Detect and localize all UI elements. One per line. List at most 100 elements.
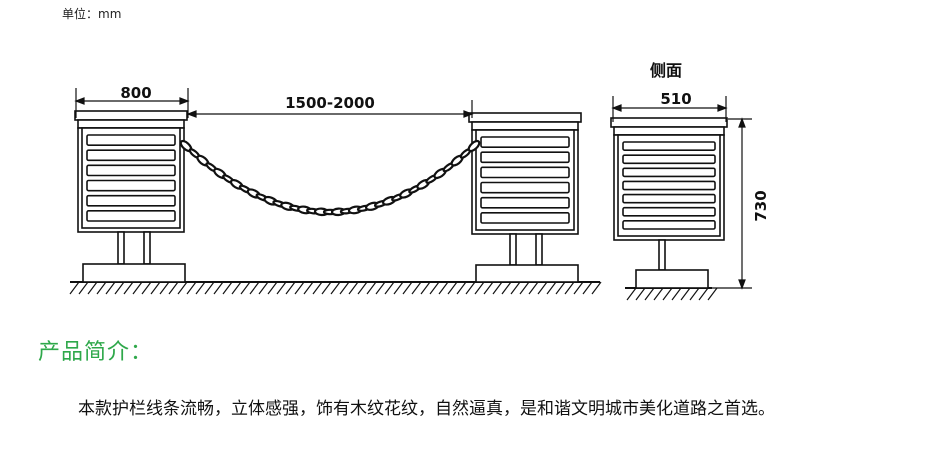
hatch-mark bbox=[69, 281, 80, 295]
hatch-mark bbox=[204, 281, 215, 295]
hatch-mark bbox=[312, 281, 323, 295]
hatch-mark bbox=[662, 287, 673, 301]
hatch-mark bbox=[447, 281, 458, 295]
hatch-mark bbox=[402, 281, 413, 295]
dim-width-label: 800 bbox=[120, 84, 151, 102]
hatch-mark bbox=[195, 281, 206, 295]
dim-height-label: 730 bbox=[752, 190, 770, 221]
hatch-mark bbox=[689, 287, 700, 301]
hatch-mark bbox=[519, 281, 530, 295]
hatch-mark bbox=[671, 287, 682, 301]
hatch-mark bbox=[420, 281, 431, 295]
post-slat bbox=[622, 167, 716, 178]
hatch-mark bbox=[249, 281, 260, 295]
hatch-mark bbox=[123, 281, 134, 295]
hatch-mark bbox=[456, 281, 467, 295]
hatch-mark bbox=[555, 281, 566, 295]
chain bbox=[179, 139, 481, 217]
post-slat bbox=[86, 179, 176, 192]
chain-link bbox=[467, 139, 481, 153]
hatch-mark bbox=[222, 281, 233, 295]
hatch-mark bbox=[87, 281, 98, 295]
hatch-mark bbox=[680, 287, 691, 301]
hatch-mark bbox=[213, 281, 224, 295]
dim-800 bbox=[74, 88, 190, 118]
hatch-mark bbox=[186, 281, 197, 295]
hatch-mark bbox=[474, 281, 485, 295]
post-slat bbox=[86, 194, 176, 207]
hatch-mark bbox=[177, 281, 188, 295]
hatch-mark bbox=[150, 281, 161, 295]
hatch-mark bbox=[528, 281, 539, 295]
hatch-mark bbox=[240, 281, 251, 295]
post-slat bbox=[622, 193, 716, 204]
intro-body: 本款护栏线条流畅，立体感强，饰有木纹花纹，自然逼真，是和谐文明城市美化道路之首选… bbox=[78, 399, 775, 419]
hatch-mark bbox=[330, 281, 341, 295]
hatch-mark bbox=[492, 281, 503, 295]
hatch-mark bbox=[231, 281, 242, 295]
hatch-mark bbox=[707, 287, 718, 301]
side-view-post bbox=[610, 117, 728, 289]
post-slat bbox=[86, 210, 176, 222]
hatch-mark bbox=[339, 281, 350, 295]
hatch-mark bbox=[698, 287, 709, 301]
post-slat bbox=[622, 220, 716, 230]
post-slat bbox=[622, 206, 716, 217]
hatch-mark bbox=[384, 281, 395, 295]
post-leg bbox=[535, 233, 543, 266]
dim-span-label: 1500-2000 bbox=[285, 94, 375, 112]
dim-span bbox=[186, 100, 474, 118]
hatch-mark bbox=[411, 281, 422, 295]
hatch-mark bbox=[483, 281, 494, 295]
left-post bbox=[74, 110, 188, 283]
post-slat bbox=[86, 134, 176, 146]
hatch-mark bbox=[159, 281, 170, 295]
post-slat bbox=[86, 164, 176, 177]
post-leg bbox=[658, 239, 666, 271]
post-cap bbox=[610, 117, 728, 128]
hatch-mark bbox=[626, 287, 637, 301]
post-base bbox=[82, 263, 186, 283]
hatch-mark bbox=[141, 281, 152, 295]
hatch-mark bbox=[564, 281, 575, 295]
hatch-mark bbox=[366, 281, 377, 295]
post-slat bbox=[86, 149, 176, 162]
hatch-mark bbox=[635, 287, 646, 301]
dim-730 bbox=[712, 117, 752, 290]
hatch-mark bbox=[465, 281, 476, 295]
post-cap bbox=[468, 112, 582, 123]
post-cap-lower bbox=[77, 119, 185, 129]
dim-510 bbox=[611, 96, 728, 122]
hatch-mark bbox=[438, 281, 449, 295]
hatch-mark bbox=[96, 281, 107, 295]
hatch-mark bbox=[591, 281, 602, 295]
hatch-mark bbox=[573, 281, 584, 295]
post-slat bbox=[480, 136, 570, 148]
hatch-mark bbox=[168, 281, 179, 295]
ground-hatch-right bbox=[626, 287, 718, 301]
post-slat bbox=[622, 141, 716, 151]
post-base bbox=[475, 264, 579, 283]
hatch-mark bbox=[267, 281, 278, 295]
post-slat bbox=[622, 154, 716, 165]
hatch-mark bbox=[276, 281, 287, 295]
post-slat bbox=[622, 180, 716, 191]
hatch-mark bbox=[429, 281, 440, 295]
post-base bbox=[635, 269, 709, 289]
hatch-mark bbox=[537, 281, 548, 295]
hatch-mark bbox=[258, 281, 269, 295]
hatch-mark bbox=[653, 287, 664, 301]
right-post bbox=[468, 112, 582, 283]
post-slat bbox=[480, 212, 570, 224]
post-slat bbox=[480, 181, 570, 194]
hatch-mark bbox=[582, 281, 593, 295]
post-leg bbox=[509, 233, 517, 266]
hatch-mark bbox=[321, 281, 332, 295]
dim-side-width-label: 510 bbox=[660, 90, 691, 108]
hatch-mark bbox=[644, 287, 655, 301]
hatch-mark bbox=[294, 281, 305, 295]
hatch-mark bbox=[303, 281, 314, 295]
intro-title: 产品简介： bbox=[38, 340, 154, 365]
post-slat bbox=[480, 151, 570, 164]
hatch-mark bbox=[132, 281, 143, 295]
